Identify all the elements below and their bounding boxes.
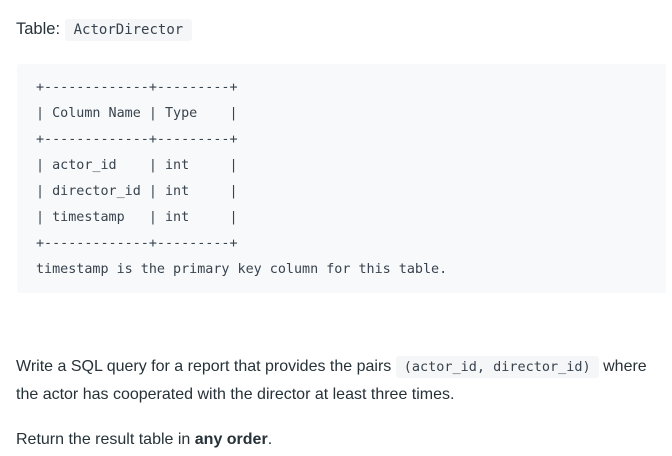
any-order-bold-text: any order (194, 431, 268, 448)
pairs-code-badge: (actor_id, director_id) (395, 356, 599, 378)
problem-statement-paragraph: Write a SQL query for a report that prov… (16, 353, 666, 408)
table-label: Table: (16, 20, 61, 38)
table-header-line: Table: ActorDirector (16, 17, 666, 42)
return-text-period: . (267, 431, 273, 448)
problem-text-after-code: where the actor has cooperated with the … (16, 358, 647, 403)
problem-text-before-code: Write a SQL query for a report that prov… (16, 358, 396, 375)
schema-ascii-table: +-------------+---------+ | Column Name … (17, 64, 666, 293)
return-order-paragraph: Return the result table in any order. (16, 426, 666, 453)
return-text: Return the result table in (16, 431, 195, 448)
table-name-code-badge: ActorDirector (64, 19, 193, 41)
